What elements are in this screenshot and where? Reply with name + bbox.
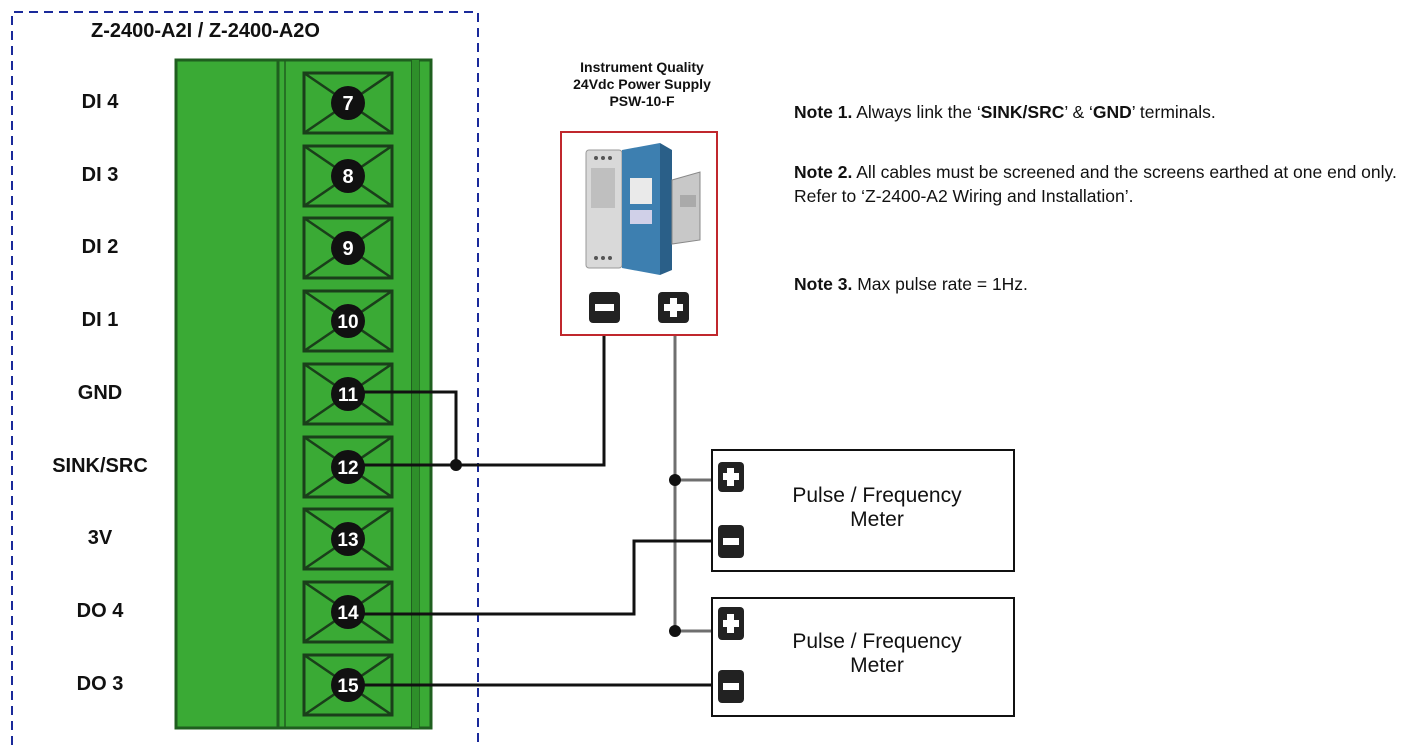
terminal-label: GND bbox=[77, 382, 123, 404]
terminal-screw: 12 bbox=[302, 435, 394, 499]
terminal-label: DI 1 bbox=[81, 309, 119, 331]
terminal-number: 15 bbox=[337, 676, 359, 697]
meter-2-negative-terminal bbox=[718, 670, 744, 703]
junction-dots bbox=[450, 459, 681, 637]
terminal-number: 7 bbox=[342, 93, 353, 115]
note-2: Note 2. All cables must be screened and … bbox=[794, 162, 1397, 206]
module-title: Z-2400-A2I / Z-2400-A2O bbox=[91, 20, 320, 42]
psu-line-1: Instrument Quality bbox=[580, 59, 704, 75]
psu-line-2: 24Vdc Power Supply bbox=[573, 76, 711, 92]
power-supply-image bbox=[585, 143, 701, 275]
terminal-number: 13 bbox=[337, 530, 358, 551]
note-1: Note 1. Always link the ‘SINK/SRC’ & ‘GN… bbox=[794, 102, 1216, 122]
terminal-number: 12 bbox=[337, 458, 358, 479]
terminal-number: 11 bbox=[338, 385, 359, 406]
meter-1-negative-terminal bbox=[718, 525, 744, 558]
power-supply-title: Instrument Quality 24Vdc Power Supply PS… bbox=[537, 59, 747, 110]
terminal-screw: 8 bbox=[302, 144, 394, 208]
meter-1-positive-terminal bbox=[718, 462, 744, 492]
terminal-label: DO 4 bbox=[76, 600, 124, 622]
terminal-screw: 13 bbox=[302, 507, 394, 571]
terminal-screw: 7 bbox=[302, 71, 394, 135]
module-dashed-border bbox=[11, 11, 479, 745]
meter-1 bbox=[711, 449, 1015, 572]
terminal-label: 3V bbox=[87, 527, 113, 549]
terminal-number: 9 bbox=[342, 238, 353, 260]
terminal-screw: 9 bbox=[302, 216, 394, 280]
terminal-number: 8 bbox=[342, 166, 353, 188]
terminal-screw: 14 bbox=[302, 580, 394, 644]
terminal-label: DI 3 bbox=[81, 164, 119, 186]
terminal-screw: 11 bbox=[302, 362, 394, 426]
psu-negative-terminal bbox=[589, 292, 620, 323]
terminal-number: 10 bbox=[337, 312, 358, 333]
terminal-label: DO 3 bbox=[76, 673, 124, 695]
terminal-number: 14 bbox=[337, 603, 359, 624]
note-3: Note 3. Max pulse rate = 1Hz. bbox=[794, 274, 1028, 294]
meter-2 bbox=[711, 597, 1015, 717]
terminal-screw: 10 bbox=[302, 289, 394, 353]
terminal-label: DI 2 bbox=[81, 236, 119, 258]
psu-line-3: PSW-10-F bbox=[609, 93, 675, 109]
psu-positive-terminal bbox=[658, 292, 689, 323]
power-supply bbox=[560, 131, 718, 336]
terminal-label: DI 4 bbox=[81, 91, 119, 113]
meter-2-positive-terminal bbox=[718, 607, 744, 640]
terminal-screw: 15 bbox=[302, 653, 394, 717]
terminal-label: SINK/SRC bbox=[52, 455, 148, 477]
